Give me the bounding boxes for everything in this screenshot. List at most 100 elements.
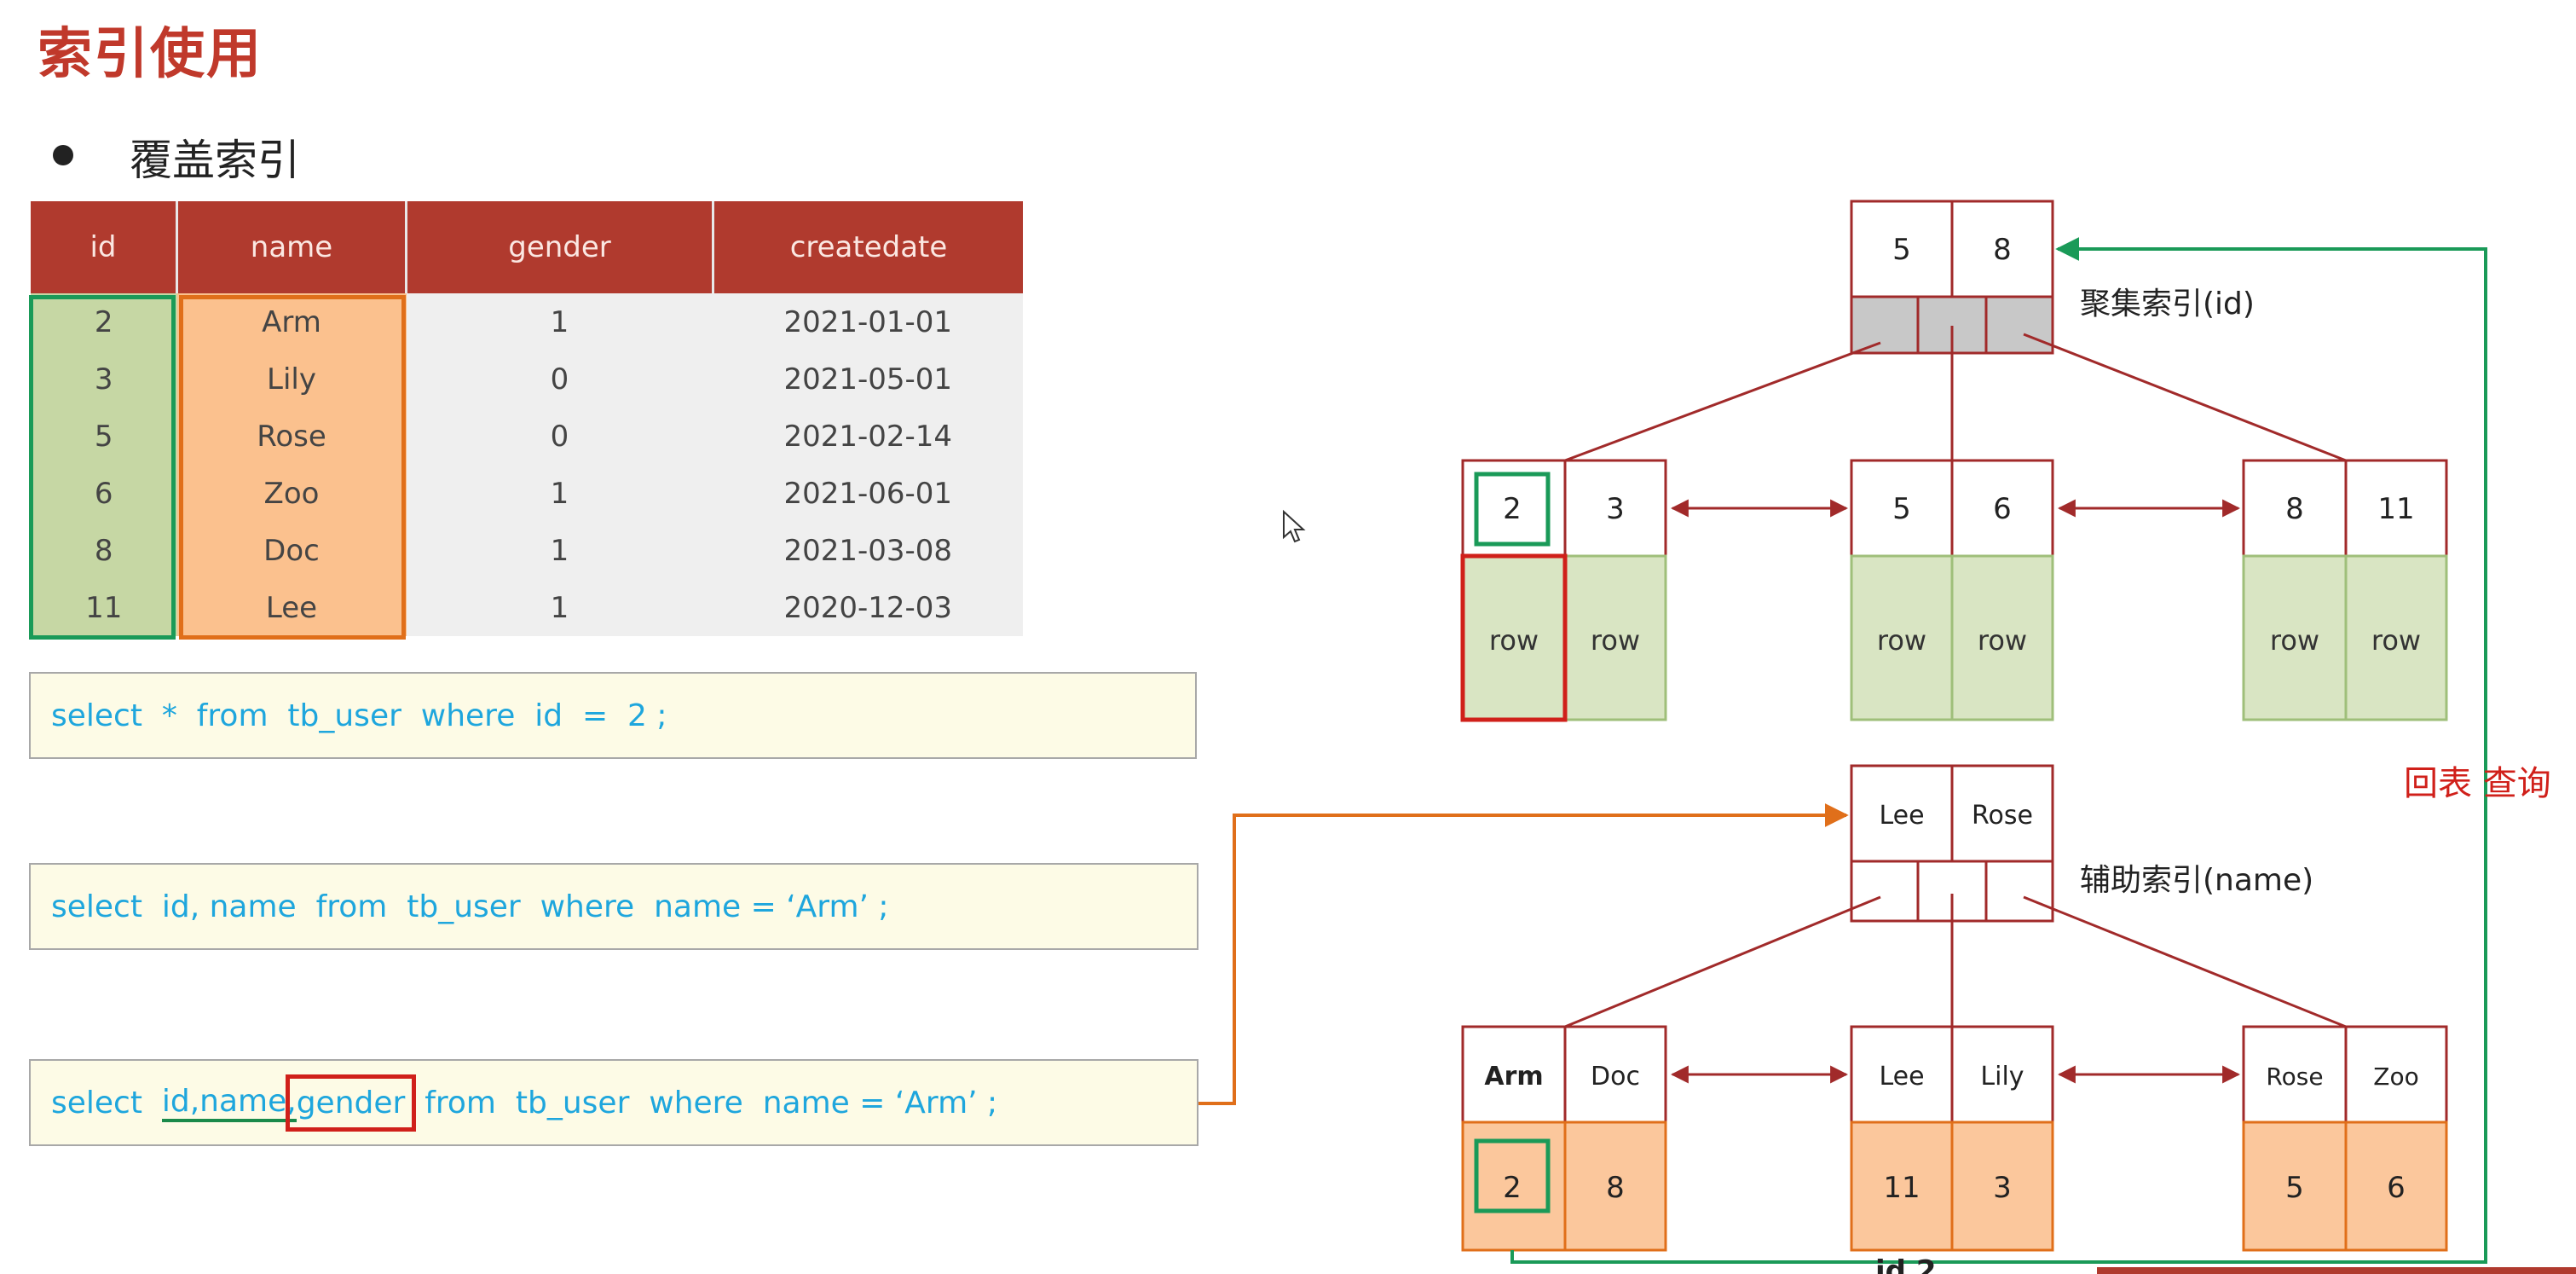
svg-text:row: row — [1489, 624, 1539, 657]
svg-text:2: 2 — [1503, 492, 1522, 526]
table-row: 5 Rose 0 2021-02-14 — [31, 408, 1023, 465]
svg-text:Lily: Lily — [1980, 1062, 2024, 1092]
clustered-leaf-3: 8 11 row row — [2242, 459, 2448, 721]
table-row: 11 Lee 1 2020-12-03 — [31, 579, 1023, 636]
header-name: name — [176, 201, 407, 293]
query-text-1: select * from tb_user where id = 2 ; — [51, 698, 667, 733]
svg-text:row: row — [2270, 624, 2319, 657]
value-highlight — [1474, 1138, 1551, 1213]
cell-createdate: 2020-12-03 — [713, 579, 1023, 636]
svg-text:3: 3 — [1606, 492, 1625, 526]
svg-text:Lee: Lee — [1879, 801, 1924, 831]
page-title: 索引使用 — [38, 23, 263, 86]
secondary-index-label: 辅助索引(name) — [2080, 863, 2313, 898]
cell-name: Lily — [176, 350, 407, 408]
cell-id: 3 — [31, 350, 177, 408]
cell-id: 8 — [31, 522, 177, 579]
secondary-tree-edges — [1564, 894, 2347, 1028]
section-heading: 覆盖索引 — [130, 136, 300, 185]
svg-text:5: 5 — [2285, 1171, 2304, 1205]
bottom-red-bar — [2097, 1267, 2576, 1274]
cell-name: Arm — [176, 293, 407, 350]
cell-id: 2 — [31, 293, 177, 350]
cell-name: Rose — [176, 408, 407, 465]
cell-id: 6 — [31, 465, 177, 522]
query-to-secondary-arrow — [1198, 803, 1849, 1105]
cell-name: Doc — [176, 522, 407, 579]
cell-name: Lee — [176, 579, 407, 636]
table-header-row: id name gender createdate — [31, 201, 1023, 293]
clustered-root-key: 8 — [1993, 233, 2012, 267]
svg-text:row: row — [1591, 624, 1640, 657]
cell-createdate: 2021-06-01 — [713, 465, 1023, 522]
header-id: id — [31, 201, 178, 293]
query-3-suffix: from tb_user where name = ‘Arm’ ; — [405, 1085, 998, 1121]
clustered-root-node: 5 8 — [1850, 200, 2054, 355]
secondary-leaf-3: Rose Zoo 5 6 — [2242, 1025, 2448, 1252]
svg-text:Arm: Arm — [1484, 1062, 1543, 1092]
cell-gender: 1 — [406, 293, 713, 350]
cell-gender: 1 — [406, 522, 713, 579]
cursor-icon — [1283, 509, 1306, 543]
table-row: 8 Doc 1 2021-03-08 — [31, 522, 1023, 579]
svg-text:11: 11 — [1883, 1171, 1920, 1205]
id-column-highlight — [29, 295, 176, 640]
clustered-leaf-2: 5 6 row row — [1850, 459, 2054, 721]
svg-text:6: 6 — [2387, 1171, 2406, 1205]
cell-gender: 1 — [406, 465, 713, 522]
clustered-root-key: 5 — [1892, 233, 1911, 267]
table-row: 3 Lily 0 2021-05-01 — [31, 350, 1023, 408]
name-column-highlight — [179, 295, 406, 640]
user-table: id name gender createdate 2 Arm 1 2021-0… — [31, 201, 1023, 636]
back-to-table-label: 回表 查询 — [2404, 764, 2551, 803]
query-box-2: select id, name from tb_user where name … — [29, 863, 1198, 950]
table-row: 6 Zoo 1 2021-06-01 — [31, 465, 1023, 522]
query-3-gender-column: gender — [285, 1074, 417, 1132]
leaf-key-highlight — [1474, 472, 1551, 547]
cell-createdate: 2021-01-01 — [713, 293, 1023, 350]
svg-text:Rose: Rose — [1972, 801, 2033, 831]
svg-text:row: row — [1877, 624, 1926, 657]
svg-text:5: 5 — [1892, 492, 1911, 526]
query-box-1: select * from tb_user where id = 2 ; — [29, 672, 1197, 759]
cell-createdate: 2021-03-08 — [713, 522, 1023, 579]
cell-gender: 0 — [406, 408, 713, 465]
svg-text:row: row — [2371, 624, 2421, 657]
query-3-prefix: select — [51, 1085, 162, 1121]
bullet-icon — [53, 145, 73, 165]
cell-createdate: 2021-02-14 — [713, 408, 1023, 465]
cell-gender: 1 — [406, 579, 713, 636]
table-row: 2 Arm 1 2021-01-01 — [31, 293, 1023, 350]
svg-text:Doc: Doc — [1591, 1062, 1640, 1092]
query-3-covered-columns: id,name, — [161, 1084, 297, 1122]
svg-text:8: 8 — [1606, 1171, 1625, 1205]
svg-text:6: 6 — [1993, 492, 2012, 526]
svg-text:3: 3 — [1993, 1171, 2012, 1205]
clustered-tree-edges — [1564, 326, 2347, 462]
query-text-2: select id, name from tb_user where name … — [51, 889, 889, 924]
cell-name: Zoo — [176, 465, 407, 522]
header-createdate: createdate — [713, 201, 1023, 293]
svg-text:Lee: Lee — [1879, 1062, 1924, 1092]
svg-text:row: row — [1978, 624, 2027, 657]
svg-text:Rose: Rose — [2266, 1063, 2323, 1091]
clustered-leaf-1: 2 3 row row — [1460, 459, 1667, 722]
svg-text:8: 8 — [2285, 492, 2304, 526]
query-box-3: select id,name,gender from tb_user where… — [29, 1059, 1198, 1146]
secondary-root-node: Lee Rose — [1850, 764, 2054, 923]
row-highlight — [1460, 553, 1568, 722]
cell-gender: 0 — [406, 350, 713, 408]
secondary-leaf-1: Arm Doc 2 8 — [1461, 1025, 1667, 1252]
cell-id: 5 — [31, 408, 177, 465]
header-gender: gender — [406, 201, 714, 293]
cell-id: 11 — [31, 579, 177, 636]
svg-text:Zoo: Zoo — [2373, 1063, 2418, 1091]
svg-text:2: 2 — [1503, 1171, 1522, 1205]
svg-text:11: 11 — [2377, 492, 2414, 526]
cell-createdate: 2021-05-01 — [713, 350, 1023, 408]
clustered-index-label: 聚集索引(id) — [2080, 287, 2255, 321]
secondary-leaf-2: Lee Lily 11 3 — [1850, 1025, 2054, 1252]
bottom-partial-label: id 2 — [1875, 1254, 1937, 1274]
back-to-table-arrow — [1510, 237, 2487, 1264]
